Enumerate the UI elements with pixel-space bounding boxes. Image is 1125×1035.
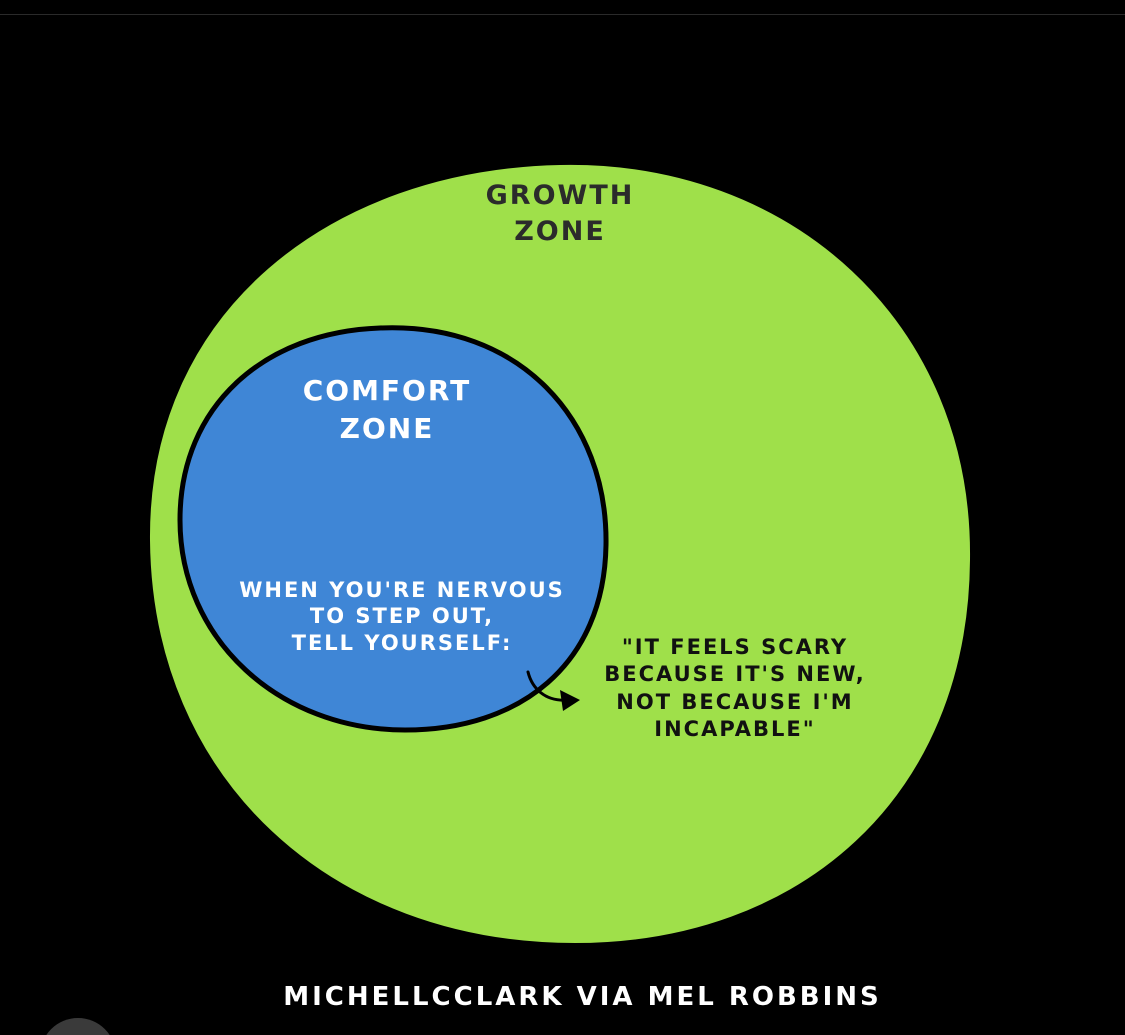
comfort-zone-label: COMFORT ZONE [262,372,512,448]
comfort-zone-shape [177,325,609,733]
corner-overlay-button[interactable] [40,1018,116,1035]
quote-line1: "IT FEELS SCARY [621,635,849,659]
prompt-line1: WHEN YOU'RE NERVOUS [239,578,565,602]
prompt-line2: TO STEP OUT, [309,604,495,629]
credit-text: MICHELLCCLARK VIA MEL ROBBINS [283,982,882,1012]
comfort-zone-label-line2: ZONE [339,411,435,445]
growth-zone-label: GROWTH ZONE [430,178,690,251]
top-divider [0,14,1125,15]
prompt-line3: TELL YOURSELF: [291,630,513,655]
growth-zone-label-line2: ZONE [514,216,606,248]
growth-zone-label-line1: GROWTH [485,180,635,211]
quote-line3: NOT BECAUSE I'M [616,689,854,714]
quote-line4: INCAPABLE" [654,716,816,741]
prompt-text: WHEN YOU'RE NERVOUS TO STEP OUT, TELL YO… [212,577,592,656]
quote-text: "IT FEELS SCARY BECAUSE IT'S NEW, NOT BE… [560,634,910,743]
arrow-head-icon [560,690,580,711]
quote-line2: BECAUSE IT'S NEW, [604,662,866,687]
comfort-zone-label-line1: COMFORT [302,374,472,407]
